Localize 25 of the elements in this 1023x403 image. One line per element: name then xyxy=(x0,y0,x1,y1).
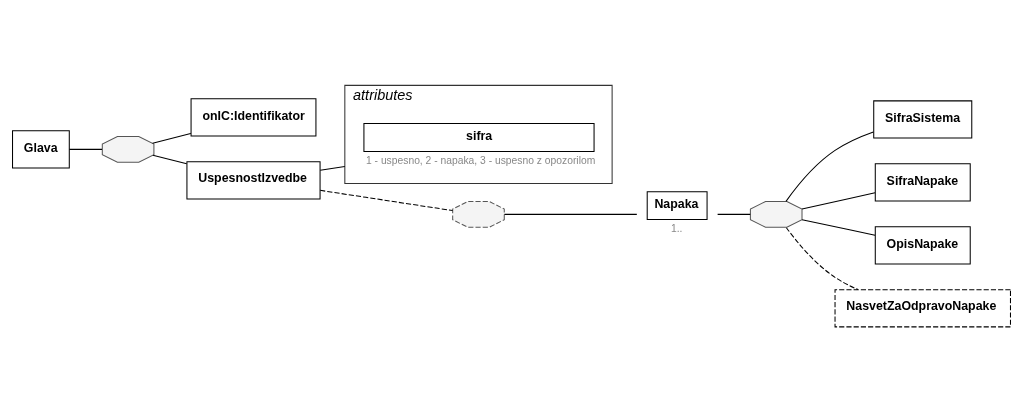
node-label: 1.. xyxy=(670,222,683,234)
node-box: OpisNapake xyxy=(874,225,971,264)
connector xyxy=(801,191,876,209)
node-octagon xyxy=(749,200,803,228)
connector xyxy=(801,218,876,236)
node-box: onIC:Identifikator xyxy=(190,97,317,136)
connector xyxy=(152,154,188,164)
node-box: SifraNapake xyxy=(874,162,971,201)
node-box: SifraSistema xyxy=(873,99,973,139)
node-box: Napaka xyxy=(646,190,708,220)
connector xyxy=(319,165,346,171)
node-octagon xyxy=(101,135,155,163)
node-octagon xyxy=(452,200,505,228)
node-box: sifra xyxy=(363,122,595,152)
connector xyxy=(68,148,103,150)
node-box: NasvetZaOdpravoNapake xyxy=(834,288,1011,327)
node-box: UspesnostIzvedbe xyxy=(186,160,321,199)
connector xyxy=(785,226,859,290)
connector xyxy=(785,131,874,202)
connector xyxy=(152,132,192,144)
node-label: 1 - uspesno, 2 - napaka, 3 - uspesno z opozorilom xyxy=(365,154,596,166)
connector xyxy=(503,213,638,215)
connector xyxy=(319,189,454,211)
connector xyxy=(717,213,751,215)
node-box: Glava xyxy=(12,129,70,168)
